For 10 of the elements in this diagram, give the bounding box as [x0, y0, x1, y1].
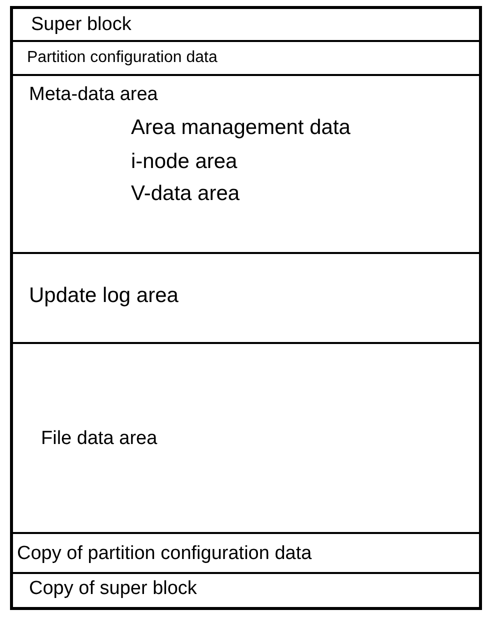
region-label: File data area	[41, 428, 158, 450]
region-label: Update log area	[29, 284, 178, 308]
region-label: Partition configuration data	[27, 49, 218, 67]
sub-region-label: i-node area	[131, 150, 238, 174]
region-label: Copy of partition configuration data	[17, 543, 312, 565]
region-label: Copy of super block	[29, 578, 197, 600]
sub-region-label: Area management data	[131, 116, 350, 140]
region-label: Meta-data area	[29, 84, 158, 106]
region-label: Super block	[31, 14, 132, 36]
sub-region-label: V-data area	[131, 182, 240, 206]
